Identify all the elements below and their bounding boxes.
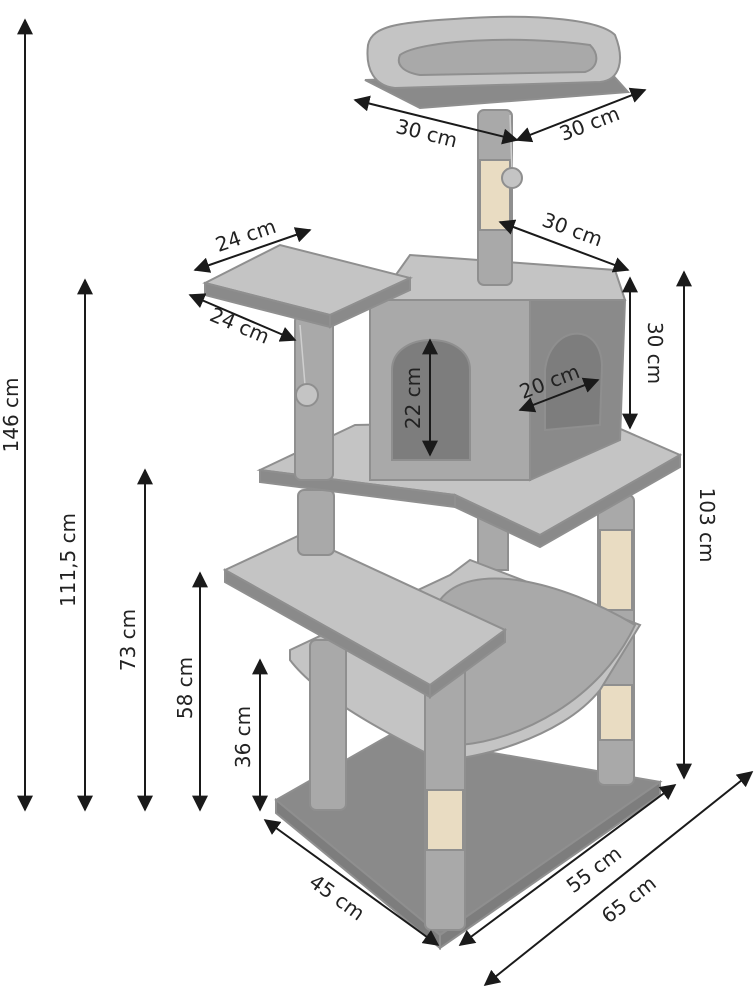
top-bed-inner	[397, 38, 598, 77]
label-hammock-height: 36 cm	[231, 706, 255, 768]
label-house-height: 30 cm	[643, 322, 667, 384]
side-toy-string	[299, 324, 306, 386]
arrow-top-bed-width	[515, 87, 647, 143]
label-lower-platform-height: 58 cm	[173, 657, 197, 719]
arrow-side-platform-width	[193, 227, 312, 273]
arrow-overall-width	[483, 771, 754, 986]
side-platform-edge-right	[329, 276, 411, 329]
arrow-house-width	[498, 219, 630, 273]
lower-platform-edge-right	[429, 628, 506, 699]
label-entry-height: 22 cm	[401, 367, 425, 429]
arrow-top-bed-depth	[353, 95, 519, 145]
upper-post-sisal	[479, 159, 511, 231]
arrow-side-platform-depth	[188, 293, 297, 342]
label-top-bed-width: 30 cm	[556, 101, 623, 146]
front-left-post	[309, 639, 347, 811]
label-middle-platform-height: 73 cm	[116, 609, 140, 671]
label-side-platform-height: 111,5 cm	[56, 513, 80, 607]
rear-right-sisal-lower	[599, 684, 633, 741]
arrow-base-depth	[263, 819, 440, 946]
front-center-sisal	[426, 789, 464, 851]
top-toy-ball	[501, 167, 523, 189]
dimension-arrows	[17, 18, 754, 986]
rear-right-sisal-upper	[599, 529, 633, 611]
label-overall-width: 65 cm	[597, 871, 661, 928]
cat-tree-illustration	[202, 15, 683, 951]
label-right-height: 103 cm	[695, 487, 719, 562]
arrow-entry-width	[518, 377, 600, 413]
side-toy-ball	[295, 383, 319, 407]
middle-left-post	[297, 489, 335, 556]
label-total-height: 146 cm	[0, 377, 23, 452]
label-house-width: 30 cm	[539, 207, 606, 251]
label-top-bed-depth: 30 cm	[394, 114, 460, 152]
